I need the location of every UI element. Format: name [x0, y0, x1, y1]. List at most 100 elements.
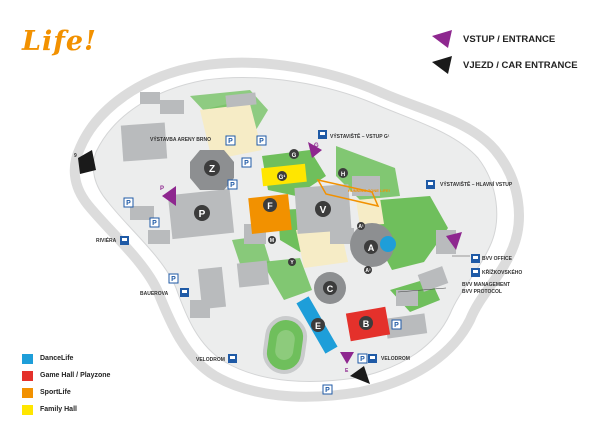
pavilion-g-marker: G: [289, 149, 299, 159]
svg-text:P: P: [259, 138, 264, 145]
svg-text:P: P: [360, 356, 365, 363]
label-gate-g1: VÝSTAVIŠTĚ – VSTUP G¹: [330, 132, 390, 140]
entrance-arrows: [162, 142, 462, 364]
label-velodrom-right: VELODROM: [381, 356, 410, 362]
pavilion-e-marker: E: [311, 318, 325, 332]
car-arrow-velodrom: [350, 366, 370, 384]
legend-swatch-family-hall: [22, 405, 33, 415]
car-entrance-legend-icon: [432, 56, 452, 74]
svg-text:C: C: [327, 284, 334, 294]
pavilion-y-marker: Y: [288, 258, 296, 266]
label-arena: VÝSTAVBA ARENY BRNO: [150, 136, 211, 143]
entrance-arrow-p: [162, 186, 176, 206]
svg-text:P: P: [325, 387, 330, 394]
car-entrance-legend-label: VJEZD / CAR ENTRANCE: [463, 60, 578, 71]
pavilion-markers: Z P V F C E B A G G¹ H M Y A¹ A²: [194, 149, 378, 332]
legend-label-dancelife: DanceLife: [40, 355, 74, 362]
legend-label-family-hall: Family Hall: [40, 406, 77, 413]
svg-text:A²: A²: [365, 268, 371, 274]
svg-text:G: G: [292, 153, 297, 159]
pavilion-f-marker: F: [263, 198, 277, 212]
svg-text:P: P: [244, 160, 249, 167]
legend-label-sportlife: SportLife: [40, 389, 71, 396]
svg-text:A¹: A¹: [358, 224, 364, 230]
a-pool: [380, 236, 396, 252]
label-krizkovskeho: KŘÍŽKOVSKÉHO: [482, 268, 522, 276]
pavilion-a-marker: A: [364, 240, 378, 254]
parking-icon: P: [149, 217, 160, 228]
svg-text:P: P: [199, 209, 206, 220]
sportlife-area: [248, 194, 292, 234]
parking-icon: P: [123, 197, 134, 208]
svg-text:P: P: [394, 322, 399, 329]
label-e-letter: E: [345, 368, 349, 374]
entrance-arrow-g1: [308, 142, 322, 158]
label-running-zone: RUNNING ZONE LIFE!: [348, 188, 390, 193]
entrance-legend-label: VSTUP / ENTRANCE: [463, 34, 556, 45]
parking-icon: P: [225, 135, 236, 146]
label-bvv-office: BVV OFFICE: [482, 256, 513, 262]
svg-text:A: A: [368, 243, 375, 253]
label-riviera: RIVIÉRA: [96, 236, 117, 244]
entrance-arrow-main: [446, 232, 462, 250]
label-bvv-management: BVV MANAGEMENT: [462, 282, 510, 288]
transit-icon: [228, 354, 237, 363]
label-leaders: [397, 255, 470, 293]
parking-icon: P: [357, 353, 368, 364]
transit-icon: [471, 268, 480, 277]
legend-swatch-sportlife: [22, 388, 33, 398]
svg-text:P: P: [228, 138, 233, 145]
svg-text:Y: Y: [290, 260, 294, 266]
svg-text:B: B: [363, 319, 370, 329]
parking-icon: P: [227, 179, 238, 190]
legend-swatch-game-hall: [22, 371, 33, 381]
pavilion-z-marker: Z: [204, 160, 220, 176]
transit-icon: [180, 288, 189, 297]
transit-icon: [471, 254, 480, 263]
svg-text:M: M: [270, 238, 274, 244]
svg-text:Z: Z: [209, 164, 215, 175]
svg-text:H: H: [341, 172, 345, 178]
legend-label-game-hall: Game Hall / Playzone: [40, 372, 111, 379]
label-g-letter: G: [314, 143, 319, 149]
life-logo: Life!: [22, 26, 97, 57]
pavilion-m-marker: M: [268, 236, 276, 244]
outer-ring-road: [69, 57, 524, 402]
transit-icon: [318, 130, 327, 139]
pavilion-v-marker: V: [315, 201, 331, 217]
parking-icon: P: [391, 319, 402, 330]
label-velodrom-left: VELODROM: [196, 357, 225, 363]
pavilion-h-marker: H: [338, 168, 348, 178]
car-entrance-arrows: [78, 150, 370, 384]
parking-signs: P P P P P P P P P P: [123, 135, 402, 395]
svg-text:V: V: [320, 205, 327, 216]
parking-icon: P: [168, 273, 179, 284]
svg-text:P: P: [171, 276, 176, 283]
entrance-arrow-e: [340, 352, 354, 364]
pavilion-b-marker: B: [359, 316, 373, 330]
label-bauerova: BAUEROVA: [140, 291, 169, 297]
svg-text:P: P: [152, 220, 157, 227]
parking-icon: P: [322, 384, 333, 395]
velodrom-stadium: [262, 316, 308, 374]
running-zone-track: [316, 178, 380, 208]
parking-icon: P: [256, 135, 267, 146]
label-nine: 9: [74, 153, 77, 159]
map-labels: VÝSTAVBA ARENY BRNO VÝSTAVIŠTĚ – VSTUP G…: [74, 132, 522, 374]
transit-icon: [426, 180, 435, 189]
svg-text:G¹: G¹: [279, 174, 286, 181]
pavilion-a1-marker: A¹: [357, 222, 365, 230]
pavilion-a2-marker: A²: [364, 266, 372, 274]
label-p-letter: P: [160, 186, 164, 192]
label-bvv-protocol: BVV PROTOCOL: [462, 289, 502, 295]
parking-icon: P: [241, 157, 252, 168]
label-main-entrance: VÝSTAVIŠTĚ – HLAVNÍ VSTUP: [440, 180, 513, 188]
svg-text:F: F: [267, 201, 273, 211]
car-arrow-9: [78, 150, 96, 174]
legend-swatch-dancelife: [22, 354, 33, 364]
transit-icon: [368, 354, 377, 363]
entrance-legend-icon: [432, 30, 452, 48]
pavilion-p-marker: P: [194, 205, 210, 221]
